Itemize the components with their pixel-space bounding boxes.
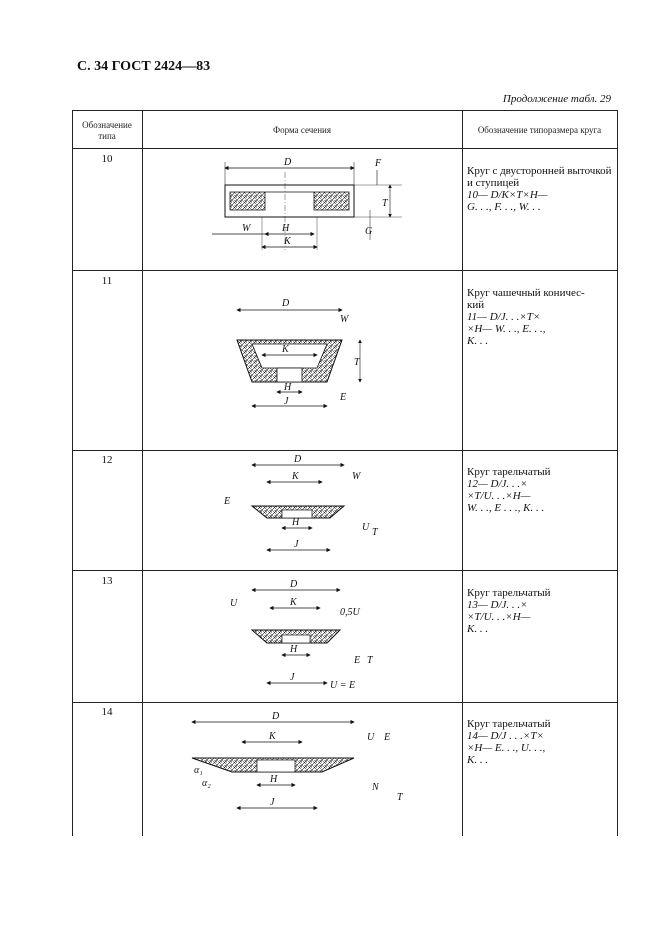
label: H xyxy=(283,382,292,393)
label: H xyxy=(289,644,298,655)
label: H xyxy=(269,774,278,785)
section-drawing-13: D U K 0,5U E T H J U = E xyxy=(230,579,374,691)
label: K xyxy=(281,344,290,355)
label: D xyxy=(271,711,280,722)
label: F xyxy=(374,158,382,169)
column-header-designation: Обозначение типоразмера круга xyxy=(477,125,602,135)
row-code: 13— D/J. . .× ×T/U. . .×H— K. . . xyxy=(467,599,531,635)
label: D xyxy=(293,454,302,465)
label: D xyxy=(281,298,290,309)
label: α₁ xyxy=(194,765,203,776)
row-desc-14: Круг тарельчатый 14— D/J . . .×T× ×H— E.… xyxy=(467,706,615,766)
label: K xyxy=(291,471,300,482)
label: U xyxy=(367,732,375,743)
row-name: Круг тарельчатый xyxy=(467,587,551,599)
row-name: Круг чашечный коничес- кий xyxy=(467,287,585,311)
label: 0,5U xyxy=(340,607,361,618)
label: N xyxy=(371,782,380,793)
label: E xyxy=(383,732,390,743)
label: E xyxy=(223,496,230,507)
label: T xyxy=(354,357,361,368)
sections-table: Обозначение типа Форма сечения Обозначен… xyxy=(72,110,618,836)
row-name: Круг с двусторонней выточкой и ступицей xyxy=(467,165,612,189)
row-type-10: 10 xyxy=(101,153,113,165)
row-desc-13: Круг тарельчатый 13— D/J. . .× ×T/U. . .… xyxy=(467,575,615,635)
row-name: Круг тарельчатый xyxy=(467,718,551,730)
column-header-section: Форма сечения xyxy=(272,125,332,135)
label: W xyxy=(352,471,362,482)
label: T xyxy=(367,655,374,666)
label: J xyxy=(290,672,295,683)
label: E xyxy=(353,655,360,666)
row-type-11: 11 xyxy=(101,275,113,287)
row-type-13: 13 xyxy=(101,575,113,587)
row-code: 11— D/J. . .×T× ×H— W. . ., E. . ., K. .… xyxy=(467,311,546,347)
label: D xyxy=(283,157,292,168)
column-header-type: Обозначение типа xyxy=(82,120,132,141)
label: T xyxy=(382,198,389,209)
row-desc-12: Круг тарельчатый 12— D/J. . .× ×T/U. . .… xyxy=(467,454,615,514)
label: α₂ xyxy=(202,778,211,789)
section-drawing-12: D K W E U T H J xyxy=(223,454,379,553)
row-type-14: 14 xyxy=(101,706,113,718)
label: E xyxy=(339,392,346,403)
row-name: Круг тарельчатый xyxy=(467,466,551,478)
label: J xyxy=(270,797,275,808)
row-code: 12— D/J. . .× ×T/U. . .×H— W. . ., E . .… xyxy=(467,478,545,514)
label: D xyxy=(289,579,298,590)
label: J xyxy=(284,396,289,407)
label: U xyxy=(362,522,370,533)
label: K xyxy=(283,236,292,247)
section-drawings: D F T G H W K xyxy=(191,157,404,811)
table-continuation-caption: Продолжение табл. 29 xyxy=(502,93,611,105)
label: K xyxy=(289,597,298,608)
label: K xyxy=(268,731,277,742)
row-type-12: 12 xyxy=(101,454,113,466)
label: T xyxy=(397,792,404,803)
label: J xyxy=(294,539,299,550)
section-drawing-14: D U E K α₁ α₂ N T H J xyxy=(191,711,404,811)
label: G xyxy=(365,226,372,237)
row-desc-11: Круг чашечный коничес- кий 11— D/J. . .×… xyxy=(467,275,615,347)
row-code: 10— D/K×T×H— G. . ., F. . ., W. . . xyxy=(467,189,548,213)
label: U xyxy=(230,598,238,609)
label: H xyxy=(291,517,300,528)
label: W xyxy=(242,223,252,234)
label: H xyxy=(281,223,290,234)
row-desc-10: Круг с двусторонней выточкой и ступицей … xyxy=(467,153,615,213)
section-drawing-11: D W K T H E J xyxy=(236,298,362,409)
label: T xyxy=(372,527,379,538)
page-header: С. 34 ГОСТ 2424—83 xyxy=(77,59,211,74)
row-code: 14— D/J . . .×T× ×H— E. . ., U. . ., K. … xyxy=(467,730,546,766)
section-drawing-10: D F T G H W K xyxy=(212,157,402,250)
label: W xyxy=(340,314,350,325)
label: U = E xyxy=(330,680,355,691)
